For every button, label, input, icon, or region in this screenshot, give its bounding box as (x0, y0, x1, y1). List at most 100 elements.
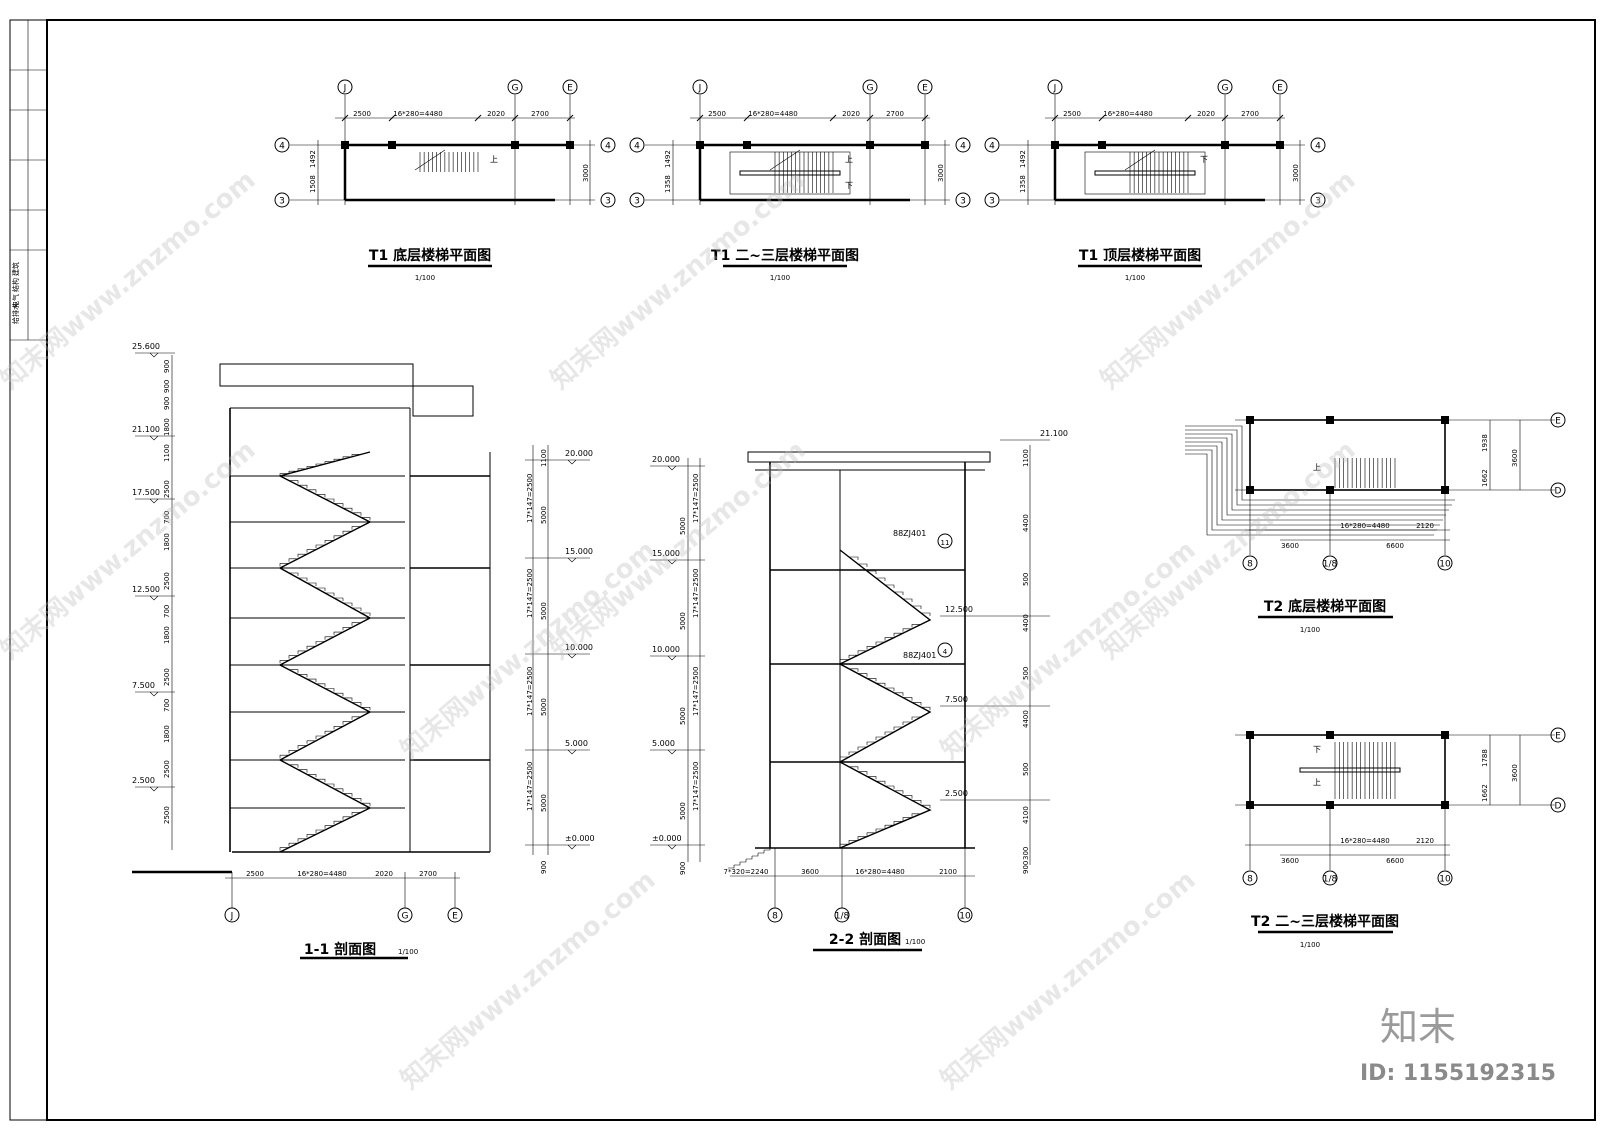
stair-step (316, 494, 326, 498)
axis-label: E (452, 912, 458, 922)
stair-step (298, 577, 308, 581)
dim-label: 1662 (1481, 469, 1489, 487)
stair-step (875, 641, 885, 645)
dim-tick (866, 114, 874, 122)
riser-label: 17*147=2500 (692, 667, 700, 716)
column (1246, 416, 1254, 424)
dim-label: 4100 (1022, 806, 1030, 824)
break-line (769, 149, 801, 171)
plan-scale: 1/100 (770, 274, 790, 282)
inner-frame (46, 19, 1596, 1121)
axis-bubble (1322, 555, 1338, 571)
dim-label: 2120 (1416, 837, 1434, 845)
axis-bubble (1310, 192, 1326, 208)
dim-label: 900 (540, 861, 548, 874)
dim-label: 16*280=4480 (748, 110, 797, 118)
stair-step (911, 716, 921, 720)
stair-step (903, 697, 913, 701)
axis-bubble (1047, 79, 1063, 95)
axis-label: 4 (605, 142, 611, 152)
dim-tick (1276, 114, 1284, 122)
stair-step (876, 577, 886, 581)
level-label: 12.500 (945, 605, 973, 614)
stair-step (306, 740, 316, 744)
level-marker (135, 352, 175, 358)
stair-step (307, 489, 317, 493)
stair-step (333, 458, 343, 463)
axis-bubble (767, 907, 783, 923)
stair-step (333, 535, 343, 539)
level-label: 10.000 (565, 643, 593, 652)
level-label: 7.500 (945, 695, 968, 704)
dim-label: 4400 (1022, 514, 1030, 532)
axis-bubble (1550, 482, 1566, 498)
dim-label: 2700 (886, 110, 904, 118)
stair-handrail (1299, 767, 1401, 773)
dim-tick (1051, 114, 1059, 122)
axis-bubble (274, 137, 290, 153)
dim-label: 1508 (309, 175, 317, 193)
dim-tick (1221, 114, 1229, 122)
stair-step (289, 572, 299, 576)
stair-step (911, 813, 921, 817)
axis-label: G (1222, 84, 1229, 94)
dim-label: 1800 (163, 418, 171, 436)
dim-label: 5000 (540, 698, 548, 716)
detail-bubble (937, 533, 953, 549)
axis-label: E (1277, 84, 1283, 94)
dim-label: 1800 (163, 626, 171, 644)
axis-bubble (507, 79, 523, 95)
dim-label: 1938 (1481, 434, 1489, 452)
axis-label: 10 (959, 912, 971, 922)
axis-label: 3 (960, 197, 966, 207)
detail-mark: 11 (941, 539, 950, 547)
dim-label: 2020 (1197, 110, 1215, 118)
axis-label: 4 (634, 142, 640, 152)
stair-step (885, 687, 895, 691)
axis-bubble (984, 192, 1000, 208)
level-marker (135, 786, 175, 792)
stair-step (306, 645, 316, 650)
dim-label: 6600 (1386, 857, 1404, 865)
stair-arrow-label: 下 (845, 181, 853, 190)
landscape-step (1185, 429, 1452, 506)
stair-step (307, 678, 317, 683)
axis-bubble (955, 192, 971, 208)
dim-label: 900 (163, 360, 171, 373)
axis-bubble (1550, 797, 1566, 813)
dim-label: 16*280=4480 (297, 870, 346, 878)
plan-scale: 1/100 (1300, 941, 1320, 949)
dim-label: 2500 (708, 110, 726, 118)
stair-step (324, 540, 334, 544)
dim-label: 2500 (163, 480, 171, 498)
dim-tick (474, 114, 482, 122)
stair-step (297, 553, 307, 558)
stair-step (343, 793, 353, 797)
stair-step (351, 622, 361, 626)
stair-step (849, 556, 859, 560)
stair-step (288, 558, 298, 562)
stair-step (884, 637, 894, 641)
stair-step (297, 745, 307, 749)
axis-bubble (447, 907, 463, 923)
stair-step (297, 468, 307, 472)
stair-step (839, 843, 849, 848)
axis-label: G (867, 84, 874, 94)
stair-step (921, 804, 931, 809)
stair-step (876, 682, 886, 687)
axis-label: 1/8 (1323, 560, 1338, 570)
detail-mark: 4 (943, 648, 948, 656)
axis-label: 3 (989, 197, 995, 207)
dim-label: 2500 (246, 870, 264, 878)
stair-step (333, 631, 343, 636)
dim-label: 1358 (1019, 175, 1027, 193)
stair-step (342, 456, 352, 460)
stair-step (342, 816, 352, 820)
stair-step (315, 463, 325, 467)
dim-label: 500 (1022, 763, 1030, 776)
stair-step (866, 646, 876, 650)
axis-label: 8 (1247, 560, 1253, 570)
stair-step (921, 612, 931, 616)
stair-step (885, 785, 895, 789)
